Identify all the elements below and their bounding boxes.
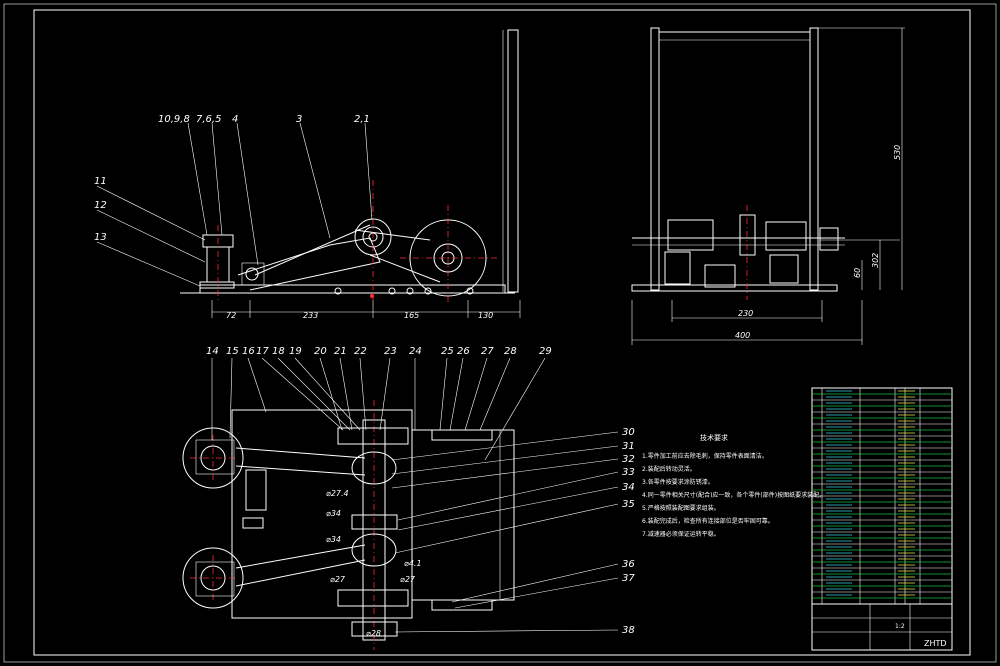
end-dim-400: 400: [735, 331, 750, 340]
title-code: ZHTD: [924, 639, 947, 648]
plan-dia-4: ⌀4.1: [404, 559, 422, 568]
plan-label-27: 27: [481, 346, 494, 357]
side-label-4: 4: [232, 114, 238, 125]
end-dim-230: 230: [738, 309, 753, 318]
note-line-5: 5.严格按照装配图要求组装。: [642, 504, 720, 512]
plan-dia-6: ⌀28: [366, 629, 381, 638]
plan-label-36: 36: [622, 559, 635, 570]
side-label-3: 3: [296, 114, 302, 125]
plan-label-33: 33: [622, 467, 635, 478]
plan-label-25: 25: [441, 346, 454, 357]
technical-notes: 技术要求 1.零件加工前应去除毛刺，保持零件表面清洁。 2.装配后转动灵活。 3…: [642, 433, 825, 538]
side-dim-233: 233: [303, 311, 318, 320]
notes-title: 技术要求: [700, 433, 728, 442]
note-line-2: 2.装配后转动灵活。: [642, 465, 696, 473]
plan-label-34: 34: [622, 482, 635, 493]
plan-label-15: 15: [226, 346, 239, 357]
plan-label-23: 23: [384, 346, 397, 357]
plan-label-37: 37: [622, 573, 635, 584]
plan-label-31: 31: [622, 441, 635, 452]
title-block: 1:2 ZHTD: [811, 603, 953, 651]
end-view: 530 302 60 230 400: [631, 27, 905, 345]
plan-view: 14 15 16 17 18 19 20 21 22 23 24 25 26 2…: [182, 346, 635, 650]
plan-label-28: 28: [504, 346, 517, 357]
plan-label-24: 24: [409, 346, 422, 357]
inner-border: [33, 9, 971, 656]
plan-dia-5: ⌀27: [400, 575, 416, 584]
plan-dia-3: ⌀27: [330, 575, 346, 584]
end-dim-302: 302: [871, 253, 880, 268]
side-dim-130: 130: [478, 311, 493, 320]
plan-label-18: 18: [272, 346, 285, 357]
plan-label-17: 17: [256, 346, 269, 357]
plan-label-22: 22: [354, 346, 367, 357]
side-label-11: 11: [94, 176, 107, 187]
side-dim-165: 165: [404, 311, 419, 320]
side-label-10-9-8: 10,9,8: [158, 114, 190, 125]
note-line-3: 3.各零件按要求涂防锈漆。: [642, 478, 714, 486]
note-line-1: 1.零件加工前应去除毛刺，保持零件表面清洁。: [642, 452, 768, 460]
plan-dia-2: ⌀34: [326, 535, 341, 544]
plan-label-19: 19: [289, 346, 302, 357]
side-label-12: 12: [94, 200, 107, 211]
side-label-7-6-5: 7,6,5: [196, 114, 221, 125]
note-line-6: 6.装配完成后，检查所有连接部位是否牢固可靠。: [642, 517, 774, 525]
plan-label-26: 26: [457, 346, 470, 357]
plan-dia-0: ⌀27.4: [326, 489, 349, 498]
end-dim-530: 530: [893, 145, 902, 160]
plan-label-20: 20: [314, 346, 327, 357]
outer-border: [3, 3, 997, 663]
plan-label-21: 21: [334, 346, 347, 357]
note-line-7: 7.减速器必须保证运转平稳。: [642, 530, 720, 538]
side-label-13: 13: [94, 232, 107, 243]
side-label-2-1: 2,1: [354, 114, 370, 125]
parts-list: [811, 387, 953, 605]
note-line-4: 4.同一零件相关尺寸(配合)应一致，各个零件(部件)按图纸要求装配。: [642, 491, 825, 499]
side-dim-72: 72: [226, 311, 236, 320]
plan-label-29: 29: [539, 346, 552, 357]
plan-label-14: 14: [206, 346, 219, 357]
plan-label-32: 32: [622, 454, 635, 465]
plan-label-38: 38: [622, 625, 635, 636]
side-view: 10,9,8 7,6,5 4 3 2,1 11 12 13 72 233 165…: [94, 29, 521, 320]
plan-dia-1: ⌀34: [326, 509, 341, 518]
end-dim-60: 60: [853, 268, 862, 278]
plan-label-30: 30: [622, 427, 635, 438]
plan-label-16: 16: [242, 346, 255, 357]
plan-label-35: 35: [622, 499, 635, 510]
title-scale: 1:2: [895, 623, 905, 630]
